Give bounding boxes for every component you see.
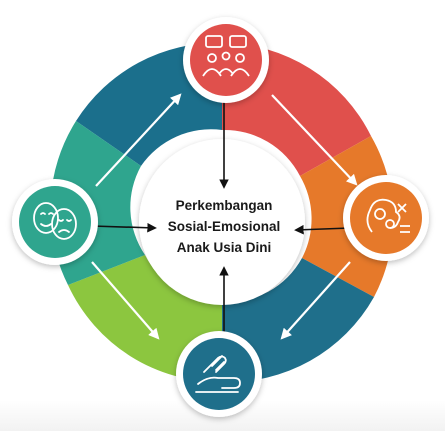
cycle-arrow-right-to-bottom: [280, 261, 351, 340]
center-arrows: [91, 92, 351, 348]
arrow-right-to-center: [294, 224, 351, 235]
center-line-1: Perkembangan: [176, 198, 273, 213]
node-top: [183, 17, 269, 103]
center-line-2: Sosial-Emosional: [168, 219, 281, 234]
center-title: Perkembangan Sosial-Emosional Anak Usia …: [168, 198, 281, 255]
helping-hands-icon: [195, 355, 241, 393]
center-circle: [139, 139, 305, 305]
cycle-arrow-left-to-bottom: [91, 261, 160, 340]
arrow-left-to-center: [91, 222, 157, 233]
emotion-faces-icon: [33, 202, 77, 240]
node-right: [343, 175, 429, 261]
cycle-arrow-left-to-top: [95, 93, 182, 187]
cycle-arrow-top-to-right: [271, 94, 358, 186]
cycle-arrows: [91, 93, 358, 340]
brain-gears-icon: [366, 198, 410, 233]
social-interaction-icon: [202, 35, 250, 77]
center-line-3: Anak Usia Dini: [177, 240, 272, 255]
node-left: [12, 179, 98, 265]
node-bottom: [176, 331, 262, 417]
